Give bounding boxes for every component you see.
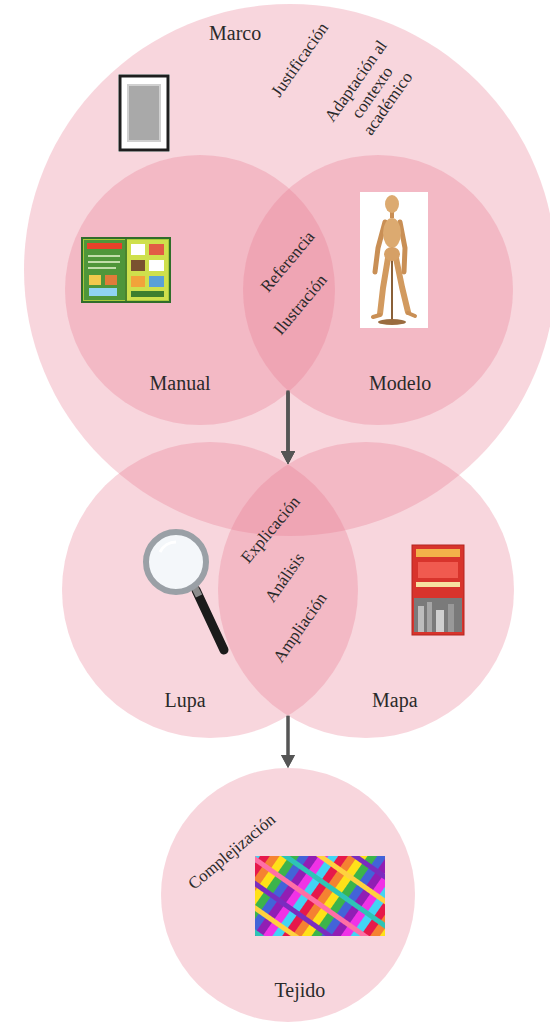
mannequin-figure (360, 192, 428, 328)
magnifier-glint (160, 542, 176, 552)
weave-weft (255, 856, 385, 936)
circle-node: Mapa (218, 442, 514, 738)
map-photo (414, 598, 462, 632)
magnifier-neck (193, 584, 199, 596)
mannequin-head (385, 195, 399, 213)
manual-book (82, 238, 170, 302)
mannequin-torso (383, 218, 401, 248)
book-picture (89, 275, 101, 285)
map-band (416, 549, 460, 557)
node-title: Manual (150, 372, 211, 395)
book-text-line (88, 261, 120, 263)
map-band (416, 582, 460, 587)
book-picture (131, 276, 145, 287)
arrow-connector (287, 391, 290, 453)
book-picture (89, 288, 117, 296)
mannequin-base (378, 319, 406, 325)
circle-shape (218, 442, 514, 738)
map-building (436, 610, 444, 632)
circle-fill (161, 768, 415, 1022)
circle-fill (24, 4, 550, 536)
arrow-head (281, 451, 295, 464)
arrow-connector (287, 392, 290, 452)
mannequin-ground (360, 192, 428, 328)
circle-fill (218, 442, 514, 738)
circle-node: TejidoComplejización (161, 768, 415, 1022)
arrow-connector (287, 392, 290, 452)
arrow-head (281, 755, 295, 768)
book-text-line (88, 255, 120, 257)
book-picture (149, 260, 164, 271)
book-picture (131, 244, 145, 255)
node-title: Mapa (372, 689, 418, 712)
map-title-block (418, 562, 458, 578)
book-picture (131, 291, 164, 297)
mannequin-neck (390, 212, 394, 218)
book-left-page (84, 240, 125, 300)
magnifier-lens (146, 532, 206, 592)
weave-warp (255, 856, 385, 936)
map-cover (412, 545, 464, 635)
book-picture (149, 276, 164, 287)
circle-node: Modelo (243, 155, 513, 425)
mannequin-leg (396, 258, 408, 312)
mannequin-stand (391, 258, 393, 320)
book-right-page (127, 240, 168, 300)
map-building (418, 606, 424, 632)
book-text-line (88, 267, 116, 269)
book-cover (82, 238, 170, 302)
node-title: Marco (209, 22, 261, 45)
book-title-bar (87, 243, 122, 249)
mannequin-hips (384, 247, 400, 261)
node-title: Lupa (165, 689, 206, 712)
node-title: Tejido (275, 979, 326, 1002)
circle-fill (243, 155, 513, 425)
mannequin-foot (373, 315, 380, 317)
magnifier-handle (196, 590, 224, 650)
mannequin-arm (375, 222, 385, 272)
arrow-head (281, 451, 295, 464)
magnifier-icon (146, 532, 224, 650)
frame-picture (128, 85, 160, 141)
frame-icon (118, 74, 170, 152)
arrow-head (281, 451, 295, 464)
arrow-head (281, 451, 295, 464)
frame-mat (118, 74, 170, 152)
book-spine (125, 239, 127, 301)
book-picture (131, 260, 145, 271)
book-picture (149, 244, 164, 255)
mannequin-arm (400, 222, 405, 272)
frame-border (120, 76, 168, 150)
arrow-head (281, 755, 295, 768)
map-building (427, 602, 432, 632)
arrow-connector (287, 391, 290, 453)
woven-fabric (255, 856, 385, 936)
arrow-connector (287, 716, 290, 756)
mannequin-leg (380, 258, 388, 314)
mannequin-foot (408, 313, 415, 316)
arrow-connector (287, 716, 290, 756)
map-building (448, 604, 454, 632)
book-picture (105, 275, 117, 285)
map-booklet (412, 545, 464, 635)
node-title: Modelo (369, 372, 431, 395)
